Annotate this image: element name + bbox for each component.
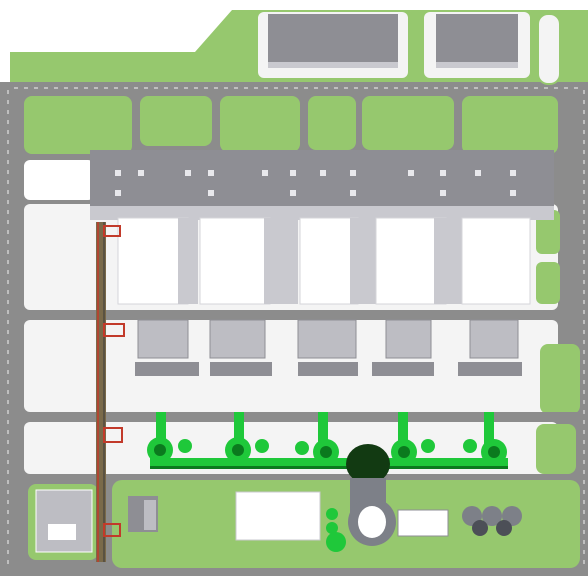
flue-duct-shadow bbox=[150, 466, 508, 469]
north-building-left bbox=[268, 14, 398, 68]
chimney-top bbox=[346, 444, 390, 484]
south-tanks bbox=[326, 508, 346, 552]
north-east-lot bbox=[537, 13, 561, 85]
pipe-rack bbox=[96, 222, 106, 562]
north-building-right-edge bbox=[436, 62, 518, 68]
turbine-hall-wall bbox=[90, 206, 554, 220]
east-grass-b bbox=[536, 262, 560, 304]
south-building bbox=[235, 491, 321, 541]
turbine-hall-roof bbox=[90, 150, 554, 210]
fan-units bbox=[147, 412, 507, 465]
precipitator-caps bbox=[135, 362, 522, 376]
fan-unit-5 bbox=[463, 412, 507, 465]
east-grass-c bbox=[540, 344, 580, 414]
east-grass-a bbox=[536, 210, 560, 254]
precipitators bbox=[137, 319, 519, 359]
south-pad-west-inner bbox=[144, 500, 156, 530]
fan-unit-1 bbox=[147, 412, 192, 463]
north-building-right bbox=[436, 14, 518, 68]
chimney-base-inner bbox=[358, 506, 386, 538]
road-markings bbox=[7, 87, 585, 570]
parking-pad bbox=[397, 509, 449, 537]
mid-road-2 bbox=[0, 412, 588, 422]
north-building-left-edge bbox=[268, 62, 398, 68]
mid-road-1 bbox=[0, 310, 588, 320]
roof-vents bbox=[115, 170, 516, 196]
grass-row-1 bbox=[24, 96, 558, 200]
pipe-markers bbox=[103, 225, 125, 537]
fan-unit-4 bbox=[391, 412, 435, 465]
substation bbox=[35, 489, 93, 553]
coal-silos bbox=[462, 506, 522, 536]
fan-unit-2 bbox=[225, 412, 269, 463]
east-grass-d bbox=[536, 424, 576, 474]
substation-building bbox=[48, 524, 76, 540]
fan-unit-3 bbox=[295, 412, 339, 465]
south-grass bbox=[112, 480, 580, 568]
boiler-houses bbox=[117, 217, 531, 305]
